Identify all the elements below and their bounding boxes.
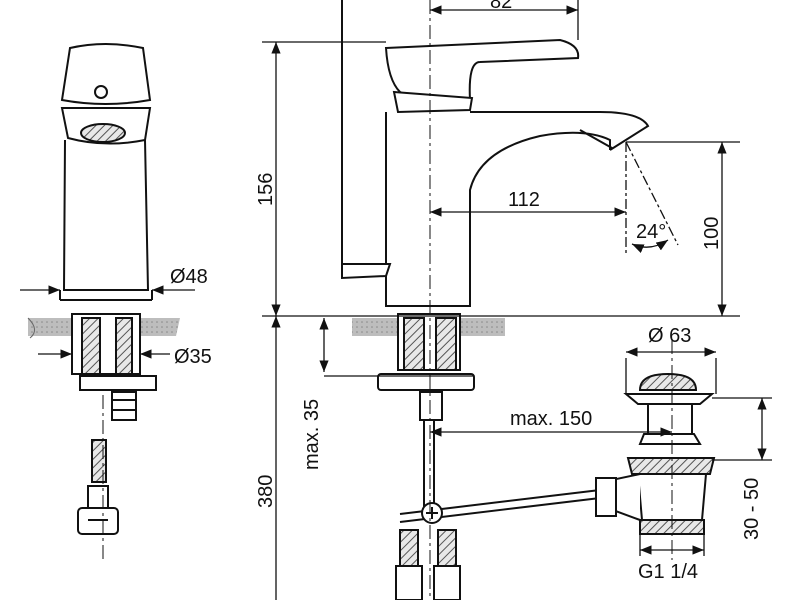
height-total-label: 156 (255, 173, 277, 206)
spout-height-label: 100 (701, 217, 723, 250)
waste-connector (595, 477, 617, 517)
waste-body (626, 457, 716, 475)
top-width-label: 82 (490, 0, 512, 13)
aerator-icon (80, 123, 126, 143)
waste-plug (638, 372, 698, 391)
waste-thread-label: G1 1/4 (638, 561, 698, 583)
popup-lever (341, 263, 392, 280)
side-handle (60, 43, 152, 105)
side-body (62, 139, 150, 291)
waste-assembly (595, 340, 716, 560)
side-nut (79, 375, 157, 391)
front-dimensions (262, 0, 772, 600)
base-diameter-label: Ø48 (170, 266, 208, 288)
side-view (27, 43, 180, 560)
front-nut (377, 373, 475, 391)
waste-diameter-label: Ø 63 (648, 325, 691, 347)
waste-height-range-label: 30 - 50 (741, 478, 763, 540)
handle-indicator-icon (94, 85, 108, 99)
spray-angle-label: 24° (636, 221, 666, 243)
rod-reach-label: max. 150 (510, 408, 592, 430)
side-hose (91, 439, 107, 483)
shank-diameter-label: Ø35 (174, 346, 212, 368)
tap-body (385, 111, 650, 307)
below-deck-length-label: 380 (255, 475, 277, 508)
popup-rod (423, 419, 435, 511)
deck-thickness-label: max. 35 (301, 399, 323, 470)
front-view (341, 0, 650, 600)
side-dimensions (20, 285, 195, 359)
spout-reach-label: 112 (508, 189, 540, 211)
